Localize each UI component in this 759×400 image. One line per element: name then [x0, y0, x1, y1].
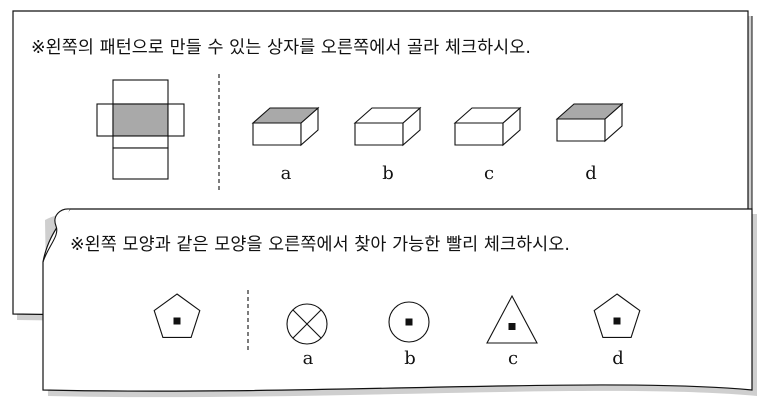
card-1-option-d-label[interactable]: d — [585, 163, 597, 184]
card-2-instruction: ※왼쪽 모양과 같은 모양을 오른쪽에서 찾아 가능한 빨리 체크하시오. — [70, 235, 571, 255]
card-2-option-a-label[interactable]: a — [302, 348, 314, 369]
option-pentagon-dot-icon — [593, 293, 641, 338]
option-box-c-icon — [453, 106, 522, 147]
option-circle-x-icon — [286, 303, 328, 345]
card-2-option-b-label[interactable]: b — [404, 348, 416, 369]
card-2-option-c-label[interactable]: c — [507, 348, 519, 369]
card-1-option-c-label[interactable]: c — [483, 163, 495, 184]
card-1-option-b-label[interactable]: b — [382, 163, 394, 184]
option-box-d-icon — [555, 102, 624, 143]
option-triangle-dot-icon — [486, 294, 538, 344]
card-1-instruction: ※왼쪽의 패턴으로 만들 수 있는 상자를 오른쪽에서 골라 체크하시오. — [31, 38, 532, 58]
option-box-b-icon — [353, 106, 422, 147]
box-net-pattern-icon — [96, 79, 185, 180]
card-2-option-d-label[interactable]: d — [612, 348, 624, 369]
option-box-a-icon — [251, 106, 320, 147]
option-circle-dot-icon — [388, 301, 430, 343]
target-pentagon-icon — [153, 293, 201, 338]
card-1-option-a-label[interactable]: a — [280, 163, 292, 184]
